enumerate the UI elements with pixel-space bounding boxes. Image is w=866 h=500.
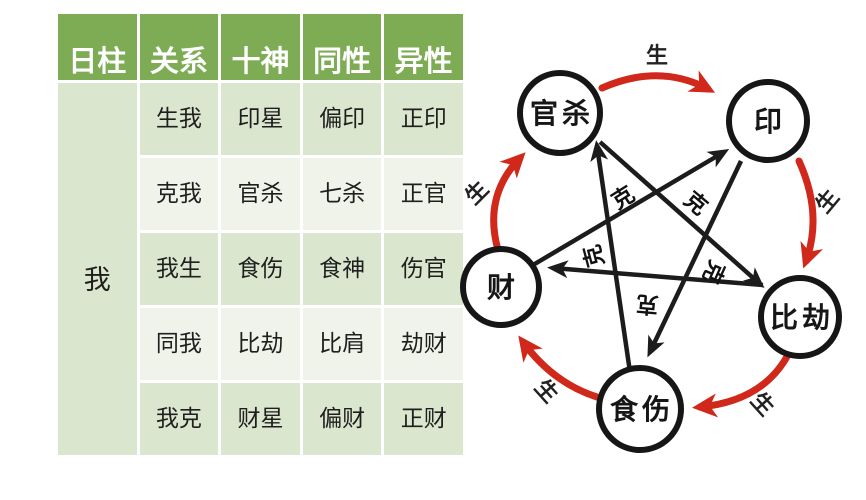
sheng-label: 生 [646, 44, 668, 69]
node-cai-label: 财 [487, 271, 519, 304]
table-cell: 官杀 [221, 158, 300, 230]
sheng-label: 生 [811, 185, 844, 218]
ke-label: 克 [635, 290, 659, 318]
header-cell-opposite-polarity: 异性 [384, 14, 463, 80]
ke-label: 克 [579, 242, 610, 270]
header-cell-same-polarity: 同性 [302, 14, 382, 80]
header-cell-ten-gods: 十神 [221, 14, 300, 80]
ke-arrow-cai-to-yin [531, 148, 730, 267]
ke-arrows-group [531, 140, 765, 373]
table-cell: 印星 [221, 83, 300, 155]
node-yin-circle [726, 79, 810, 163]
sheng-arrows-group [490, 70, 824, 418]
node-guansha-label: 官杀 [530, 97, 594, 130]
table-cell: 比肩 [302, 308, 382, 380]
ke-label: 克 [607, 181, 639, 215]
sheng-arrow-guansha-to-yin [598, 70, 716, 93]
ten-gods-table: 日柱 关系 十神 同性 异性 我 生我 印星 偏印 正印 克我 官杀 七杀 正官… [58, 14, 463, 455]
sheng-arrow-bijie-to-shishang [692, 349, 793, 418]
table-cell: 财星 [221, 383, 300, 455]
table-cell: 伤官 [384, 233, 463, 305]
node-shishang-label: 食伤 [610, 393, 674, 426]
header-cell-day-pillar: 日柱 [58, 14, 137, 80]
table-cell: 比劫 [221, 308, 300, 380]
ke-labels-group: 克 克 克 克 克 [579, 181, 730, 318]
nodes-group: 官杀 印 比劫 食伤 财 [460, 70, 842, 453]
table-cell: 我克 [139, 383, 219, 455]
table-cell: 劫财 [384, 308, 463, 380]
header-cell-relation: 关系 [139, 14, 219, 80]
node-cai-circle [460, 246, 542, 328]
ke-arrow-yin-to-shishang [647, 160, 744, 358]
table-cell: 偏印 [302, 83, 382, 155]
table-cell: 七杀 [302, 158, 382, 230]
table-cell: 克我 [139, 158, 219, 230]
table-cell: 正官 [384, 158, 463, 230]
day-master-merged-cell: 我 [58, 83, 137, 455]
node-bijie-circle [758, 275, 842, 359]
sheng-arrow-cai-to-guansha [490, 152, 526, 254]
table-cell: 食伤 [221, 233, 300, 305]
table-cell: 食神 [302, 233, 382, 305]
table-cell: 同我 [139, 308, 219, 380]
sheng-arrow-yin-to-bijie [795, 157, 824, 269]
table-cell: 我生 [139, 233, 219, 305]
ke-arrow-shishang-to-guansha [590, 140, 633, 373]
node-yin-label: 印 [754, 105, 786, 138]
node-shishang-circle [596, 365, 684, 453]
table-cell: 正财 [384, 383, 463, 455]
ke-arrow-guansha-to-bijie [598, 140, 765, 288]
node-bijie-label: 比劫 [770, 301, 834, 334]
table-cell: 正印 [384, 83, 463, 155]
table-cell: 偏财 [302, 383, 382, 455]
table-cell: 生我 [139, 83, 219, 155]
node-guansha-circle [517, 70, 603, 156]
sheng-arrow-shishang-to-cai [518, 335, 601, 401]
sheng-label: 生 [461, 177, 494, 210]
ke-arrow-bijie-to-cai [547, 260, 764, 288]
